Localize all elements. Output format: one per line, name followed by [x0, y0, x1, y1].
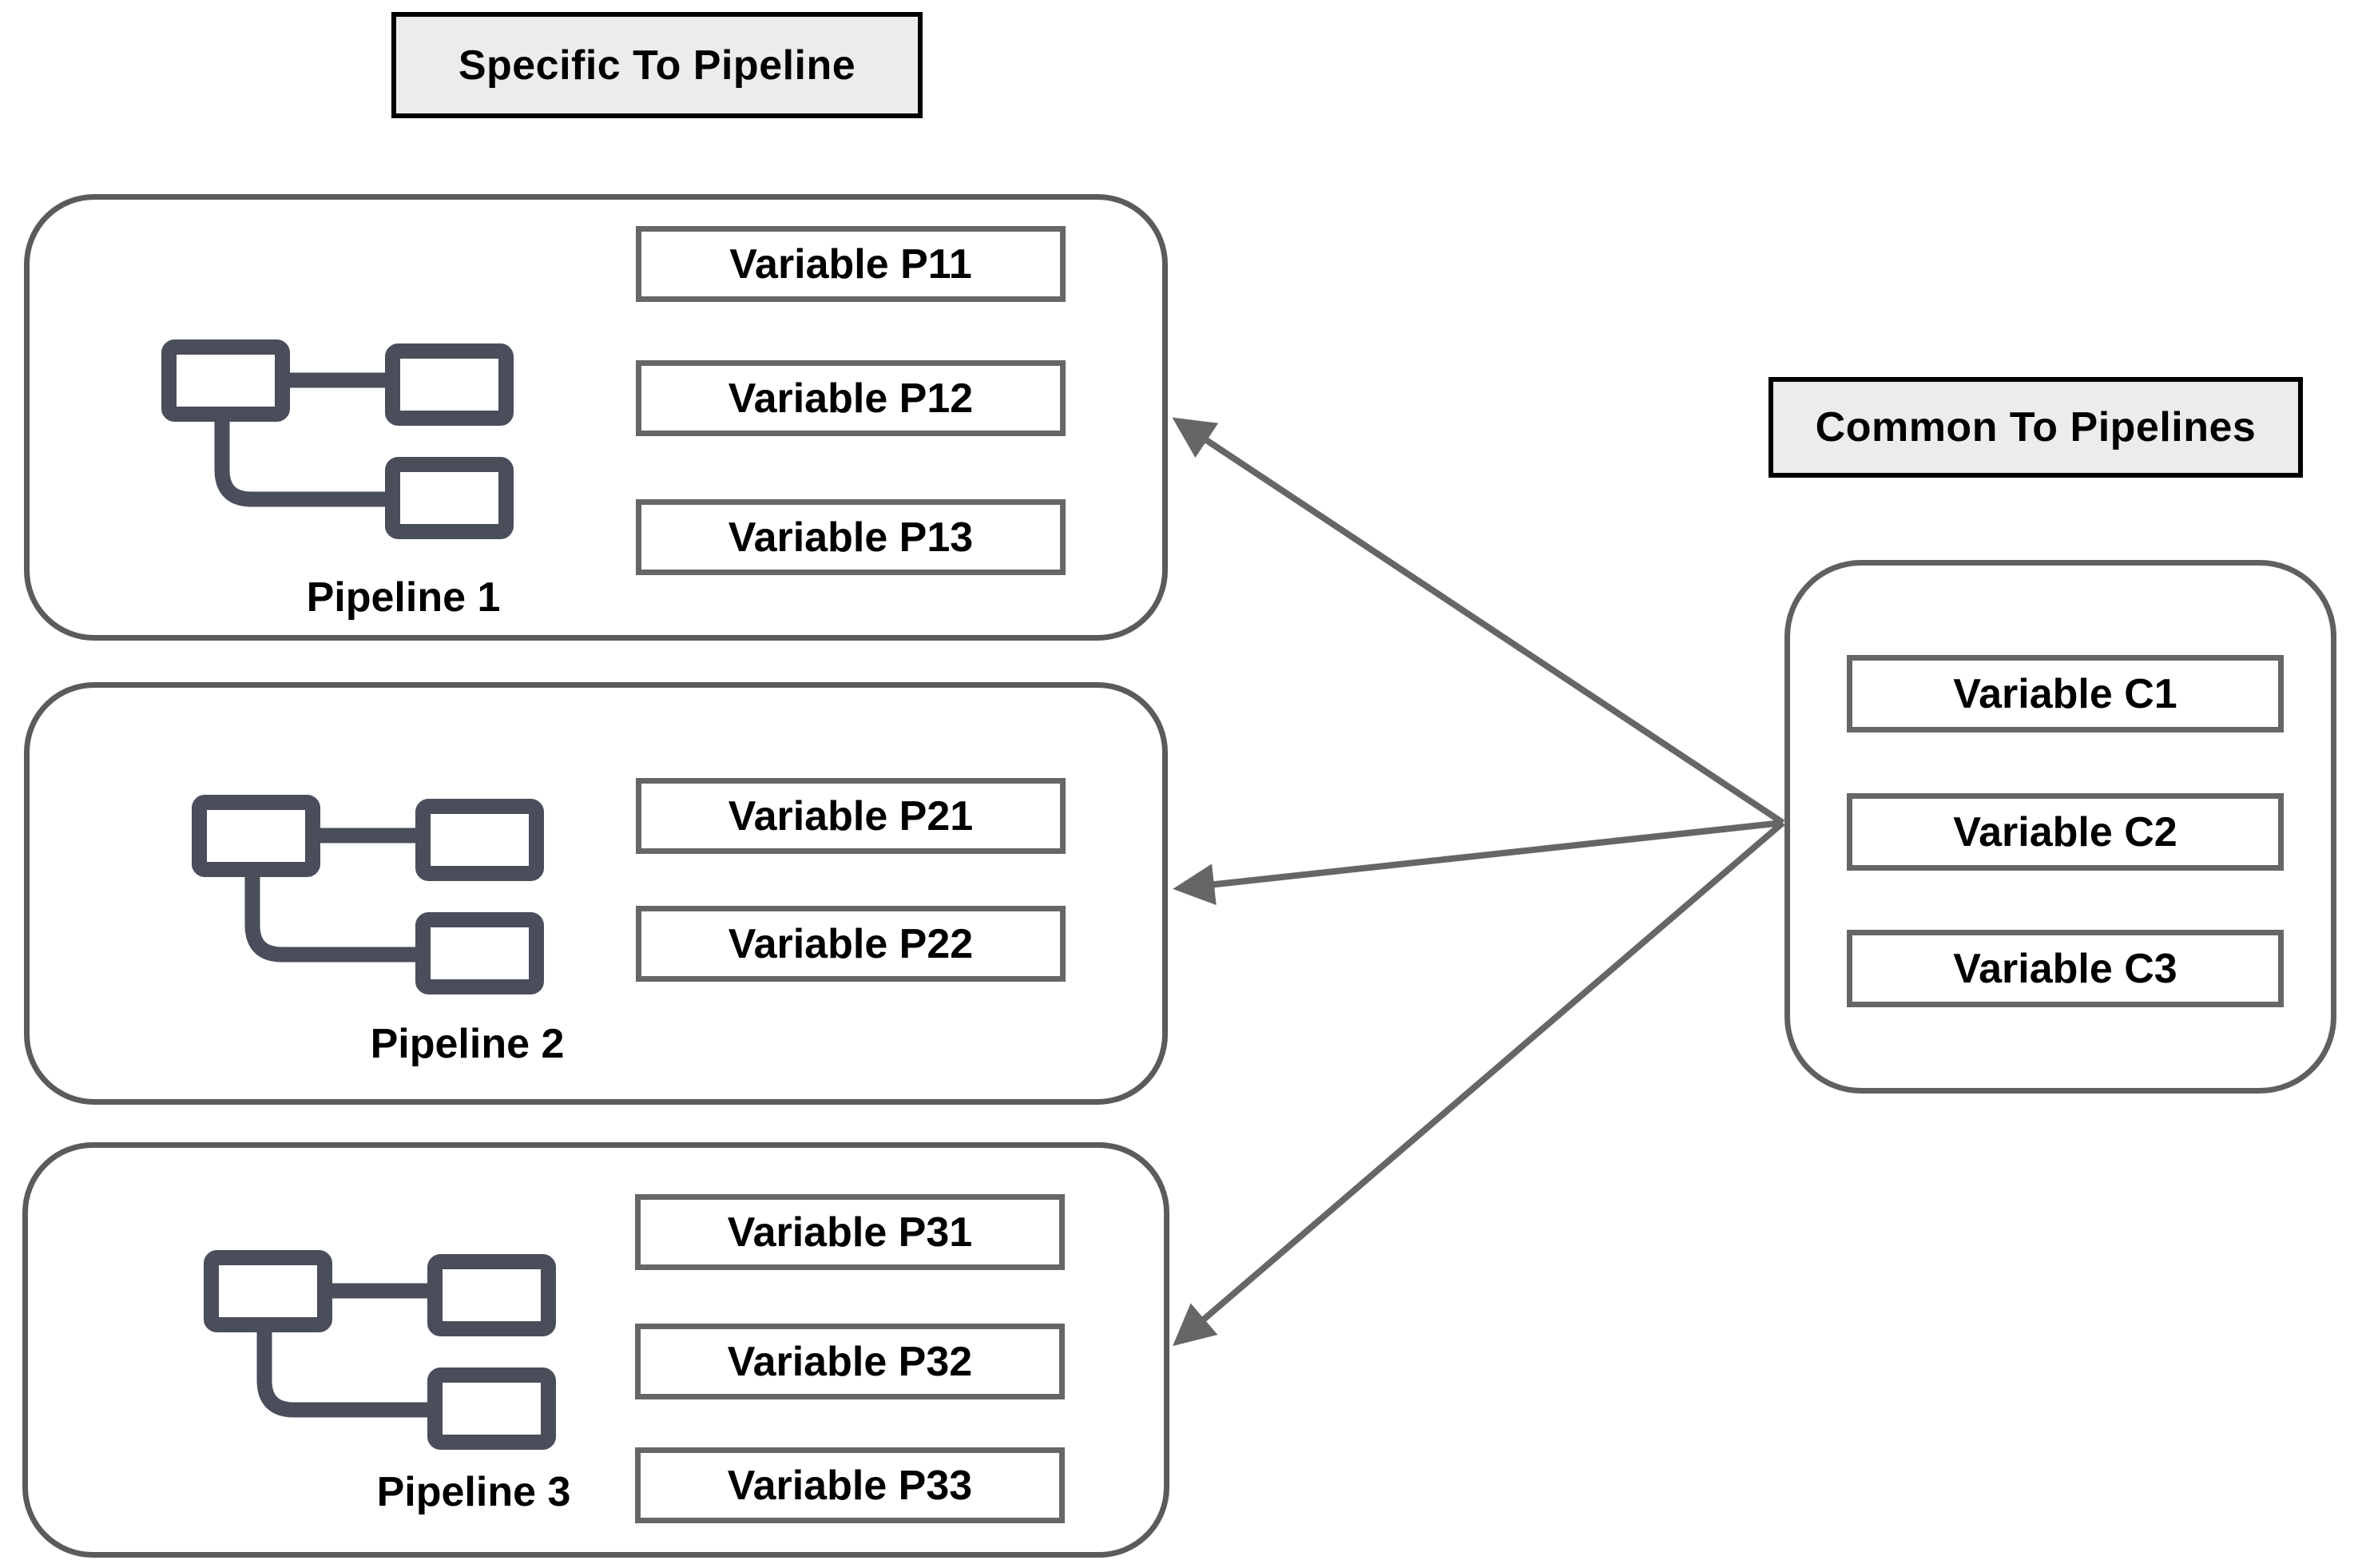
variable-p12-label: Variable P12 — [728, 375, 974, 422]
variable-box-p31: Variable P31 — [635, 1194, 1065, 1270]
common-container: Variable C1 Variable C2 Variable C3 — [1784, 560, 2336, 1094]
header-common-to-pipelines: Common To Pipelines — [1769, 377, 2303, 478]
variable-box-p13: Variable P13 — [636, 499, 1066, 575]
variable-p22-label: Variable P22 — [728, 920, 974, 967]
flowchart-icon — [204, 1250, 556, 1450]
header-specific-label: Specific To Pipeline — [458, 42, 856, 89]
pipeline-3-container: Pipeline 3 Variable P31 Variable P32 Var… — [22, 1142, 1169, 1558]
variable-c2-label: Variable C2 — [1953, 808, 2177, 855]
variable-p13-label: Variable P13 — [728, 514, 974, 561]
variable-c3-label: Variable C3 — [1953, 945, 2177, 992]
variable-c1-label: Variable C1 — [1953, 670, 2177, 717]
variable-p31-label: Variable P31 — [727, 1209, 973, 1256]
variable-box-c2: Variable C2 — [1847, 793, 2284, 871]
variable-box-c1: Variable C1 — [1847, 655, 2284, 732]
variable-p33-label: Variable P33 — [727, 1462, 973, 1509]
variable-box-p11: Variable P11 — [636, 226, 1066, 302]
flowchart-icon — [161, 339, 514, 539]
header-specific-to-pipeline: Specific To Pipeline — [391, 12, 923, 118]
variable-p11-label: Variable P11 — [729, 240, 972, 288]
flowchart-icon — [192, 795, 544, 994]
arrow-to-pipeline-1 — [1172, 417, 1785, 826]
variable-box-p12: Variable P12 — [636, 360, 1066, 436]
variable-box-c3: Variable C3 — [1847, 930, 2284, 1007]
variable-p21-label: Variable P21 — [728, 792, 974, 840]
header-common-label: Common To Pipelines — [1815, 404, 2257, 451]
pipeline-3-label: Pipeline 3 — [376, 1469, 571, 1515]
pipeline-1-label: Pipeline 1 — [306, 574, 501, 621]
arrow-to-pipeline-3 — [1173, 820, 1785, 1347]
variable-box-p21: Variable P21 — [636, 778, 1066, 854]
variable-p32-label: Variable P32 — [727, 1338, 973, 1385]
pipeline-2-label: Pipeline 2 — [370, 1021, 565, 1067]
variable-box-p33: Variable P33 — [635, 1447, 1065, 1523]
pipeline-1-container: Pipeline 1 Variable P11 Variable P12 Var… — [24, 194, 1168, 641]
variable-box-p32: Variable P32 — [635, 1324, 1065, 1399]
arrow-to-pipeline-2 — [1173, 820, 1784, 906]
variable-box-p22: Variable P22 — [636, 906, 1066, 982]
pipeline-2-container: Pipeline 2 Variable P21 Variable P22 — [24, 682, 1168, 1105]
